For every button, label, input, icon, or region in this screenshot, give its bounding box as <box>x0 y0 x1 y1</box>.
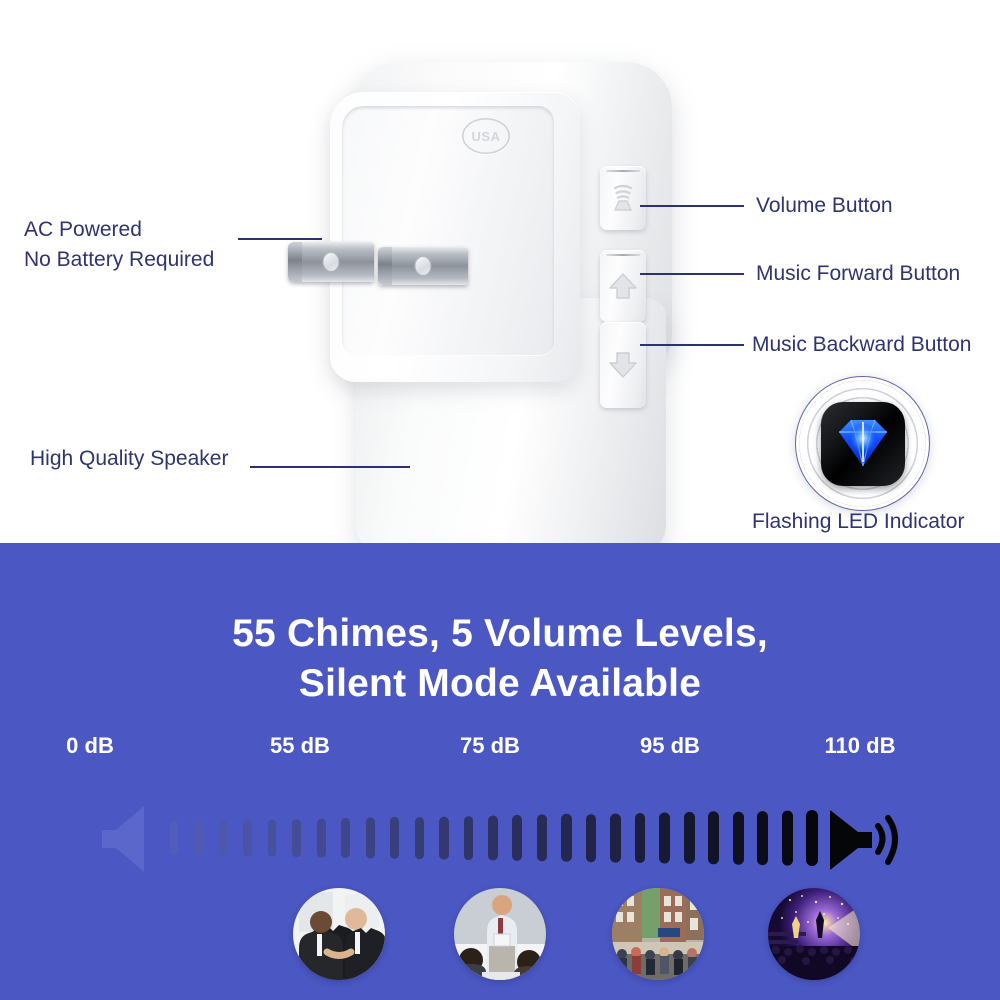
callout-ac-power-line1: AC Powered <box>24 218 142 241</box>
volume-level-segment <box>194 820 203 856</box>
callout-music-forward-button: Music Forward Button <box>756 262 961 285</box>
volume-level-segment <box>365 817 375 859</box>
scene-business-meeting <box>293 888 385 980</box>
led-badge-tile <box>820 401 905 486</box>
volume-level-segment <box>488 815 498 861</box>
prong-hole-left <box>322 252 340 272</box>
device-front-panel: USA <box>288 92 580 382</box>
use-case-scenes <box>0 888 1000 1000</box>
prong-hole-right <box>414 256 432 276</box>
volume-level-segment <box>414 816 424 860</box>
scene-presentation <box>454 888 546 980</box>
db-scale-labels: 0 dB 55 dB 75 dB 95 dB 110 dB <box>0 733 1000 765</box>
volume-level-segment <box>781 810 793 866</box>
volume-level-segment <box>708 811 720 865</box>
volume-level-segment <box>536 814 547 862</box>
volume-level-segment <box>561 814 572 862</box>
db-tick-label: 0 dB <box>66 733 114 758</box>
leader-line-speaker <box>250 466 410 468</box>
banner-headline-line2: Silent Mode Available <box>298 662 702 705</box>
button-top-edge <box>606 254 640 256</box>
volume-level-segment <box>585 813 597 863</box>
callout-music-backward-button: Music Backward Button <box>752 333 972 356</box>
usa-mark: USA <box>462 118 510 154</box>
down-arrow-icon <box>609 352 637 378</box>
volume-level-segment <box>292 818 301 858</box>
scene-busy-street <box>612 888 704 980</box>
banner-headline: 55 Chimes, 5 Volume Levels, Silent Mode … <box>0 609 1000 709</box>
flashing-led-indicator <box>795 376 930 511</box>
diamond-gem-icon <box>838 419 887 466</box>
volume-level-segment <box>512 815 523 861</box>
up-arrow-icon <box>609 273 637 299</box>
button-top-edge <box>606 170 640 172</box>
volume-level-segment <box>341 818 351 858</box>
speaker-loud-icon <box>828 802 900 874</box>
volume-level-segment <box>659 812 670 864</box>
ac-prong-left <box>288 242 374 282</box>
music-backward-button[interactable] <box>600 322 646 408</box>
db-tick-label: 110 dB <box>824 733 896 758</box>
leader-line-music-forward <box>640 273 744 275</box>
volume-level-segment <box>683 812 695 864</box>
volume-level-segment <box>634 812 646 864</box>
volume-level-segment <box>463 815 474 861</box>
volume-level-segment <box>757 810 769 866</box>
prong-cap-right <box>378 247 392 285</box>
volume-level-segment <box>316 818 326 858</box>
prong-cap-left <box>288 242 302 282</box>
volume-level-segment <box>732 811 744 865</box>
volume-level-segment <box>243 819 252 857</box>
callout-speaker: High Quality Speaker <box>30 447 229 470</box>
volume-level-segment <box>170 821 178 855</box>
product-device: USA <box>288 62 678 543</box>
db-tick-label: 55 dB <box>270 733 330 758</box>
db-tick-label: 75 dB <box>460 733 520 758</box>
leader-line-music-backward <box>640 344 744 346</box>
volume-level-bar <box>100 798 900 878</box>
speaker-icon <box>613 184 633 211</box>
callout-volume-button: Volume Button <box>756 194 893 217</box>
leader-line-ac-power <box>238 238 322 240</box>
volume-level-segment <box>806 810 818 866</box>
music-forward-button[interactable] <box>600 250 646 322</box>
volume-level-segment <box>218 820 228 856</box>
speaker-muted-icon <box>100 802 146 874</box>
device-button-column <box>600 166 650 416</box>
callout-ac-power-line2: No Battery Required <box>24 248 215 271</box>
volume-level-segment <box>390 817 400 859</box>
product-photo-section: USA <box>24 62 972 543</box>
feature-banner: 55 Chimes, 5 Volume Levels, Silent Mode … <box>0 543 1000 1000</box>
device-front-recess <box>342 106 554 356</box>
volume-button[interactable] <box>600 166 646 230</box>
ac-prong-right <box>378 247 468 285</box>
volume-level-segment <box>267 819 277 857</box>
volume-level-segment <box>439 816 449 860</box>
leader-line-volume <box>640 205 744 207</box>
led-indicator-caption: Flashing LED Indicator <box>752 510 965 533</box>
db-tick-label: 95 dB <box>640 733 700 758</box>
volume-level-segment <box>610 813 621 863</box>
banner-headline-line1: 55 Chimes, 5 Volume Levels, <box>232 612 768 655</box>
callout-ac-power: AC Powered No Battery Required <box>24 215 239 275</box>
scene-concert <box>768 888 860 980</box>
